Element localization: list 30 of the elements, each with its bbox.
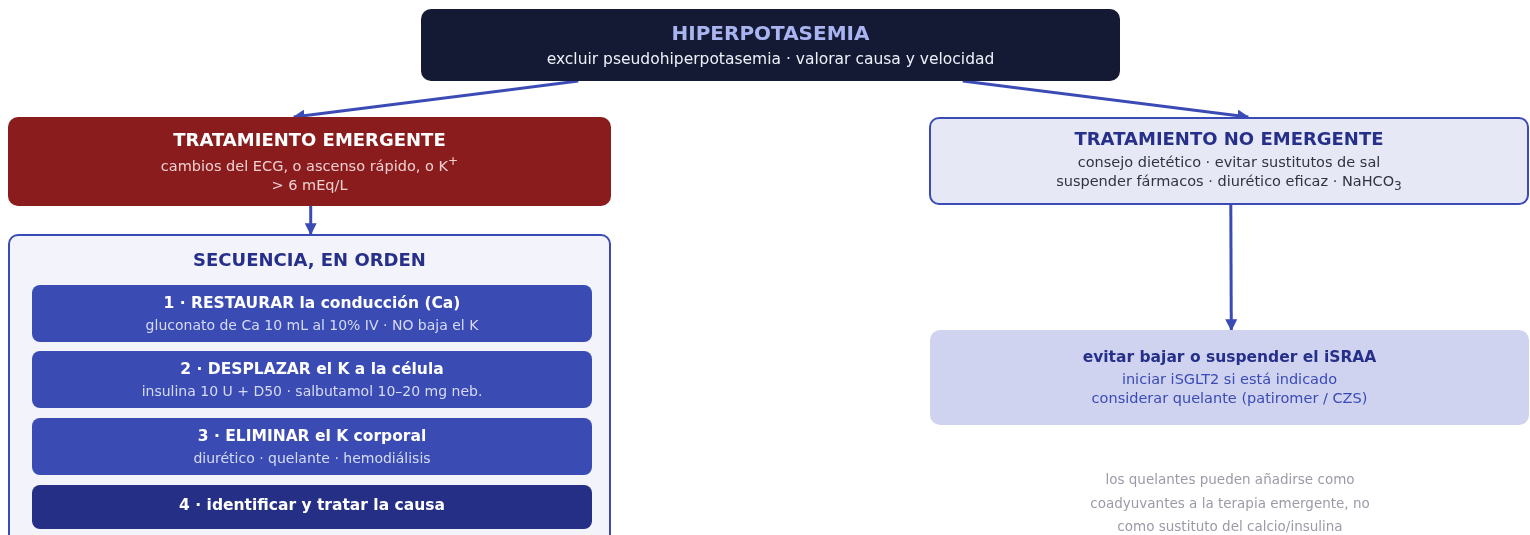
step-box [32,418,592,475]
heading: evitar bajar o suspender el iSRAA [1082,347,1377,368]
step-box [32,485,592,529]
description: iniciar iSGLT2 si está indicado [1121,370,1338,390]
heading: TRATAMIENTO EMERGENTE [173,128,446,152]
description: considerar quelante (patiromer / CZS) [1091,389,1368,408]
heading: HIPERPOTASEMIA [671,20,870,47]
heading: 2 · DESPLAZAR el K a la célula [180,358,444,379]
sequence-panel [8,234,611,535]
arrow [1225,205,1238,332]
non-emergency-box [929,117,1529,205]
heading: 4 · identificar y tratar la causa [179,495,445,516]
heading: 3 · ELIMINAR el K corporal [197,425,427,446]
heading: 1 · RESTAURAR la conducción (Ca) [163,292,461,313]
recommendation-box [930,330,1529,425]
title-box [421,9,1120,81]
arrow [304,206,317,236]
description: gluconato de Ca 10 mL al 10% IV · NO baja el K [145,315,479,335]
description: suspender fármacos · diurético eficaz · NaHCO$_{3}$ [1056,172,1402,195]
heading: TRATAMIENTO NO EMERGENTE [1074,127,1384,151]
description: insulina 10 U + D50 · salbutamol 10–20 mg neb. [141,381,483,401]
note-text: los quelantes pueden añadirse como coadyuvantes a la terapia emergente, no como sustituto del calcio/insulina [1090,470,1370,535]
step-box [32,351,592,408]
heading: SECUENCIA, EN ORDEN [193,248,426,272]
description: cambios del ECG, o ascenso rápido, o K$^{+}$ > 6 mEq/L [159,154,460,195]
step-box [32,285,592,342]
description: consejo dietético · evitar sustitutos de sal [1077,153,1381,173]
description: excluir pseudohiperpotasemia · valorar causa y velocidad [546,49,995,70]
emergency-box [8,117,611,206]
description: diurético · quelante · hemodiálisis [193,448,431,468]
